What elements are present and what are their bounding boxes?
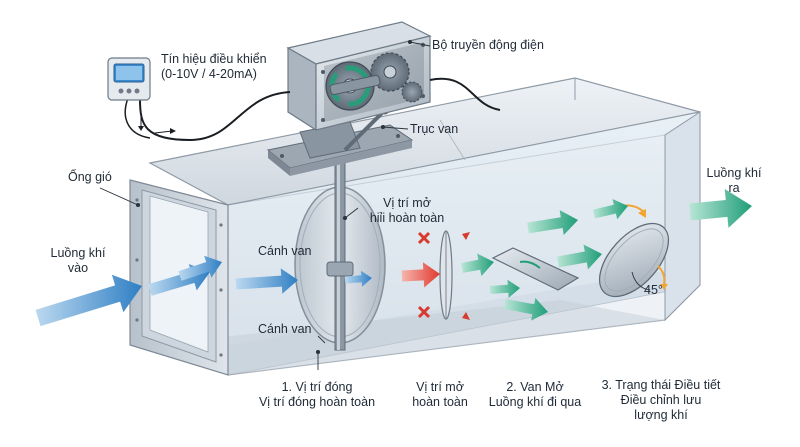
fully-open-position-label: Vị trí mở hiỉi hoàn toàn xyxy=(352,196,462,226)
shaft-label: Trục van xyxy=(410,122,459,136)
actuator-mount xyxy=(266,105,414,176)
closed-blade xyxy=(439,230,453,320)
blocked-marks xyxy=(417,231,431,319)
step-fully-open: Vị trí mở hoàn toàn xyxy=(400,380,480,410)
open-blade xyxy=(491,247,580,291)
airflow-out-line-1: Luồng khí xyxy=(706,166,762,180)
airflow-in-arrow-3 xyxy=(178,255,222,281)
control-signal-label: Tín hiệu điều khiển (0-10V / 4-20mA) xyxy=(161,52,267,82)
airflow-out-arrow xyxy=(689,189,752,228)
step-fully-open-line-1: Vị trí mở xyxy=(416,380,464,394)
blade-label-bottom: Cánh van xyxy=(258,322,312,336)
airflow-arrows xyxy=(35,189,752,327)
step-modulating-line-3: lượng khí xyxy=(634,408,688,422)
modulating-flow-arrow-2 xyxy=(593,199,628,220)
step-closed: 1. Vị trí đóng Vị trí đóng hoàn toàn xyxy=(232,380,402,410)
fully-open-line-2: hiỉi hoàn toàn xyxy=(369,211,445,225)
step-closed-line-1: 1. Vị trí đóng xyxy=(281,380,353,394)
signal-arrows xyxy=(138,110,176,134)
leader-lines xyxy=(99,39,431,370)
step-closed-line-2: Vị trí đóng hoàn toàn xyxy=(258,395,376,409)
airflow-in-line-2: vào xyxy=(67,261,89,275)
open-flow-arrow-2 xyxy=(489,279,520,298)
step-open-line-2: Luồng khí đi qua xyxy=(488,395,582,409)
control-signal-line-1: Tín hiệu điều khiển xyxy=(161,52,267,66)
open-flow-arrow-3 xyxy=(504,298,548,321)
controller-device xyxy=(107,57,151,101)
duct-label: Ống gió xyxy=(68,170,112,184)
step-modulating-line-1: 3. Trạng thái Điều tiết xyxy=(601,378,721,392)
seal-arrows xyxy=(462,232,470,320)
airflow-inside-arrow xyxy=(235,268,298,294)
step-fully-open-line-2: hoàn toàn xyxy=(412,395,468,409)
step-modulating: 3. Trạng thái Điều tiết Điều chỉnh lưu l… xyxy=(586,378,736,423)
signal-cable xyxy=(124,77,501,142)
electric-actuator xyxy=(286,21,432,132)
modulating-blade xyxy=(598,222,670,298)
step-open-line-1: 2. Van Mở xyxy=(506,380,564,394)
step-open: 2. Van Mở Luồng khí đi qua xyxy=(474,380,596,410)
fully-open-line-1: Vị trí mở xyxy=(383,196,431,210)
blocked-flow-arrow xyxy=(401,262,440,288)
airflow-in-arrow-1 xyxy=(35,274,142,327)
airflow-out-line-2: ra xyxy=(728,181,740,195)
open-flow-arrow-1 xyxy=(461,253,494,277)
modulating-flow-arrow-1 xyxy=(557,244,602,270)
airflow-in-label: Luồng khí vào xyxy=(36,246,120,276)
step-modulating-line-2: Điều chỉnh lưu xyxy=(620,393,702,407)
airflow-blade-arrow xyxy=(344,270,372,287)
actuator-label: Bộ truyền động điện xyxy=(432,38,544,52)
open-flow-arrow-4 xyxy=(527,210,578,236)
control-signal-line-2: (0-10V / 4-20mA) xyxy=(161,67,257,81)
gear-medium xyxy=(370,52,410,92)
airflow-out-label: Luồng khí ra xyxy=(694,166,774,196)
angle-label: 45° xyxy=(644,283,663,297)
airflow-in-line-1: Luồng khí xyxy=(50,246,106,260)
gear-small xyxy=(401,81,423,103)
blade-label-top: Cánh van xyxy=(258,244,312,258)
